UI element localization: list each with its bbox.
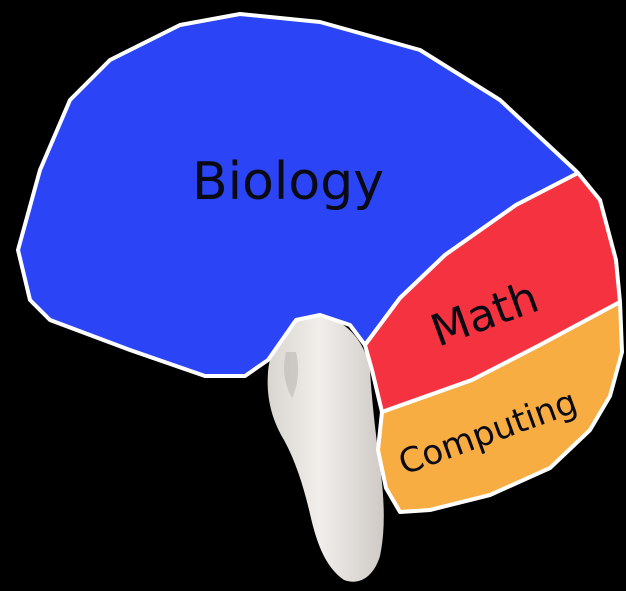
computing-region: [376, 300, 624, 514]
brainstem: [267, 315, 384, 582]
biology-region: [16, 12, 580, 378]
biology-label: Biology: [192, 152, 384, 212]
brainstem-shadow: [284, 352, 299, 398]
